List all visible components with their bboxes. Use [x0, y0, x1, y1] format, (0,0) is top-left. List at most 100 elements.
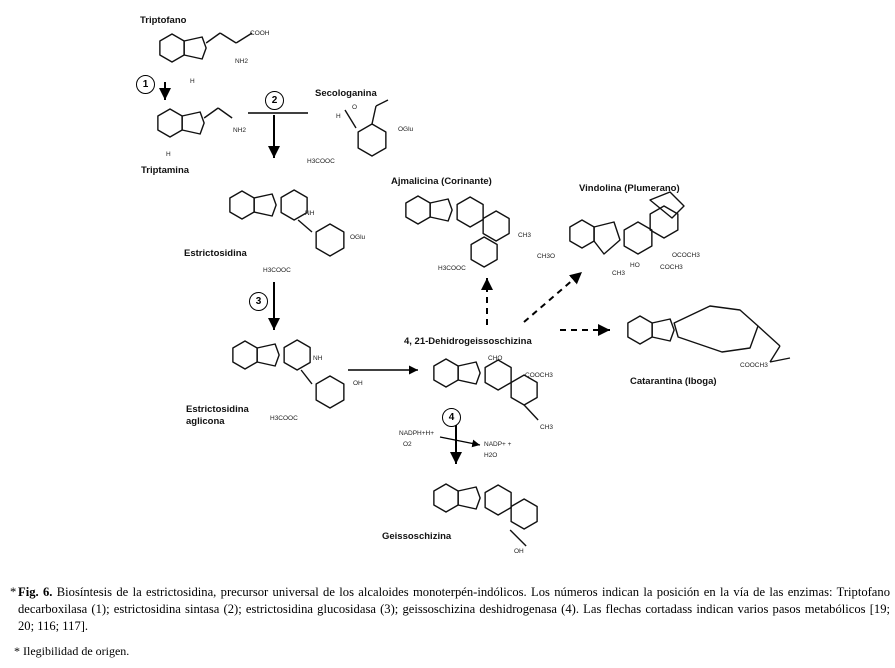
label-vindolina: Vindolina (Plumerano)	[579, 183, 680, 194]
step-1-badge: 1	[136, 75, 155, 94]
group-ch3-ajmalicina: CH3	[518, 232, 532, 239]
vindolina-benzene-ring	[569, 219, 595, 249]
estrictosidina-pyrrole-ring	[253, 193, 277, 217]
triptamina-pyrrole-ring	[181, 111, 205, 135]
ajmalicina-ring-e	[470, 236, 498, 268]
triptofano-benzene-ring	[159, 33, 185, 63]
group-h3cooc-secologanina: H3COOC	[307, 158, 335, 165]
label-geissoschizina: Geissoschizina	[382, 531, 452, 542]
biosynthesis-diagram: Triptofano Triptamina Secologanina Estri…	[136, 15, 791, 555]
secologanina-vinyl-2	[375, 99, 389, 107]
geissoschizina-ring-c	[484, 484, 512, 516]
group-h-aldehyde: H	[336, 113, 341, 120]
step-3-badge: 3	[249, 292, 268, 311]
aglicona-link	[300, 369, 313, 385]
triptamina-chain-2	[217, 107, 233, 119]
group-oglu-estrictosidina: OGlu	[350, 234, 366, 241]
label-secologanina: Secologanina	[315, 88, 377, 99]
group-cooch3-catarantina: COOCH3	[740, 362, 768, 369]
label-catarantina: Catarantina (Iboga)	[630, 376, 717, 387]
group-ch3o: CH3O	[537, 253, 556, 260]
caption-body: Fig. 6. Biosíntesis de la estrictosidina…	[18, 584, 890, 635]
catarantina-ethyl	[769, 357, 791, 363]
caption-text: Biosíntesis de la estrictosidina, precur…	[18, 585, 890, 633]
cofactor-nadph: NADPH+H+	[399, 430, 435, 437]
chemical-structures-svg	[157, 32, 791, 547]
group-h3cooc-ajmalicina: H3COOC	[438, 265, 466, 272]
arrow-nadp	[439, 436, 481, 448]
vindolina-ring-d	[649, 205, 679, 239]
step-4-badge: 4	[442, 408, 461, 427]
caption-asterisk: *	[10, 585, 17, 599]
cofactor-o2: O2	[403, 441, 412, 448]
triptamina-benzene-ring	[157, 108, 183, 138]
group-nh2: NH2	[235, 58, 249, 65]
group-ch3-n: CH3	[612, 270, 626, 277]
group-oh-geissoschizina: OH	[514, 548, 524, 555]
dehidro-benzene-ring	[433, 358, 459, 388]
ajmalicina-pyrrole-ring	[429, 198, 453, 222]
group-nh-estrictosidina: NH	[305, 210, 315, 217]
geissoschizina-pyrrole-ring	[457, 486, 481, 510]
aglicona-pyran-ring	[315, 375, 345, 409]
geissoschizina-ring-d	[510, 498, 538, 530]
ajmalicina-benzene-ring	[405, 195, 431, 225]
group-oglu-secologanina: OGlu	[398, 126, 414, 133]
geissoschizina-side-chain	[509, 529, 527, 547]
group-h3cooc-estrictosidina: H3COOC	[263, 267, 291, 274]
secologanina-pyran-ring	[357, 123, 387, 157]
secologanina-aldehyde-arm	[344, 109, 357, 129]
cofactor-h2o: H2O	[484, 452, 498, 459]
group-cooch3: COOCH3	[525, 372, 553, 379]
group-coch3: COCH3	[660, 264, 683, 271]
caption-figure-number: Fig. 6.	[18, 585, 53, 599]
aglicona-benzene-ring	[232, 340, 258, 370]
ajmalicina-ring-c	[456, 196, 484, 228]
vindolina-ring-e	[649, 191, 685, 219]
secologanina-vinyl-1	[371, 105, 377, 125]
label-triptamina: Triptamina	[141, 165, 190, 176]
aglicona-piperidine-ring	[283, 339, 311, 371]
group-oh-aglicona: OH	[353, 380, 363, 387]
triptofano-chain-1	[205, 32, 221, 44]
dehidro-ethylidene	[523, 404, 539, 421]
group-h-triptamina: H	[166, 151, 171, 158]
group-ho: HO	[630, 262, 640, 269]
group-o-aldehyde: O	[352, 104, 358, 111]
label-dehidrogeissoschizina: 4, 21-Dehidrogeissoschizina	[404, 336, 532, 347]
triptamina-chain-1	[203, 107, 219, 119]
estrictosidina-link	[297, 219, 313, 233]
triptofano-pyrrole-ring	[183, 36, 207, 60]
ajmalicina-ring-d	[482, 210, 510, 242]
step-2-badge: 2	[265, 91, 284, 110]
catarantina-azepine-ring	[673, 305, 759, 353]
catarantina-benzene-ring	[627, 315, 653, 345]
label-ajmalicina: Ajmalicina (Corinante)	[391, 176, 492, 187]
catarantina-pyrrole-ring	[651, 318, 675, 342]
catarantina-bridge-2	[769, 345, 781, 363]
label-aglicona-line2: aglicona	[186, 416, 225, 427]
group-cho: CHO	[488, 355, 503, 362]
figure-caption: * Fig. 6. Biosíntesis de la estrictosidi…	[10, 584, 890, 635]
footnote-illegibility: * Ilegibilidad de origen.	[14, 644, 130, 658]
aglicona-pyrrole-ring	[256, 343, 280, 367]
catarantina-bridge-1	[757, 325, 781, 347]
triptofano-chain-2	[219, 32, 237, 44]
estrictosidina-pyran-ring	[315, 223, 345, 257]
label-triptofano: Triptofano	[140, 15, 187, 26]
group-h3cooc-aglicona: H3COOC	[270, 415, 298, 422]
triptofano-chain-3	[235, 32, 253, 44]
group-ococh3: OCOCH3	[672, 252, 700, 259]
group-cooh: COOH	[250, 30, 270, 37]
dehidro-ring-c	[484, 359, 512, 391]
group-nh2-triptamina: NH2	[233, 127, 247, 134]
geissoschizina-benzene-ring	[433, 483, 459, 513]
vindolina-ring-c	[623, 221, 653, 255]
estrictosidina-piperidine-ring	[280, 189, 308, 221]
estrictosidina-benzene-ring	[229, 190, 255, 220]
dashed-arrow-vindolina	[523, 271, 583, 323]
group-h-triptofano: H	[190, 78, 195, 85]
cofactor-nadp: NADP+ +	[484, 441, 512, 448]
label-estrictosidina: Estrictosidina	[184, 248, 247, 259]
group-ch3-dehidro: CH3	[540, 424, 554, 431]
